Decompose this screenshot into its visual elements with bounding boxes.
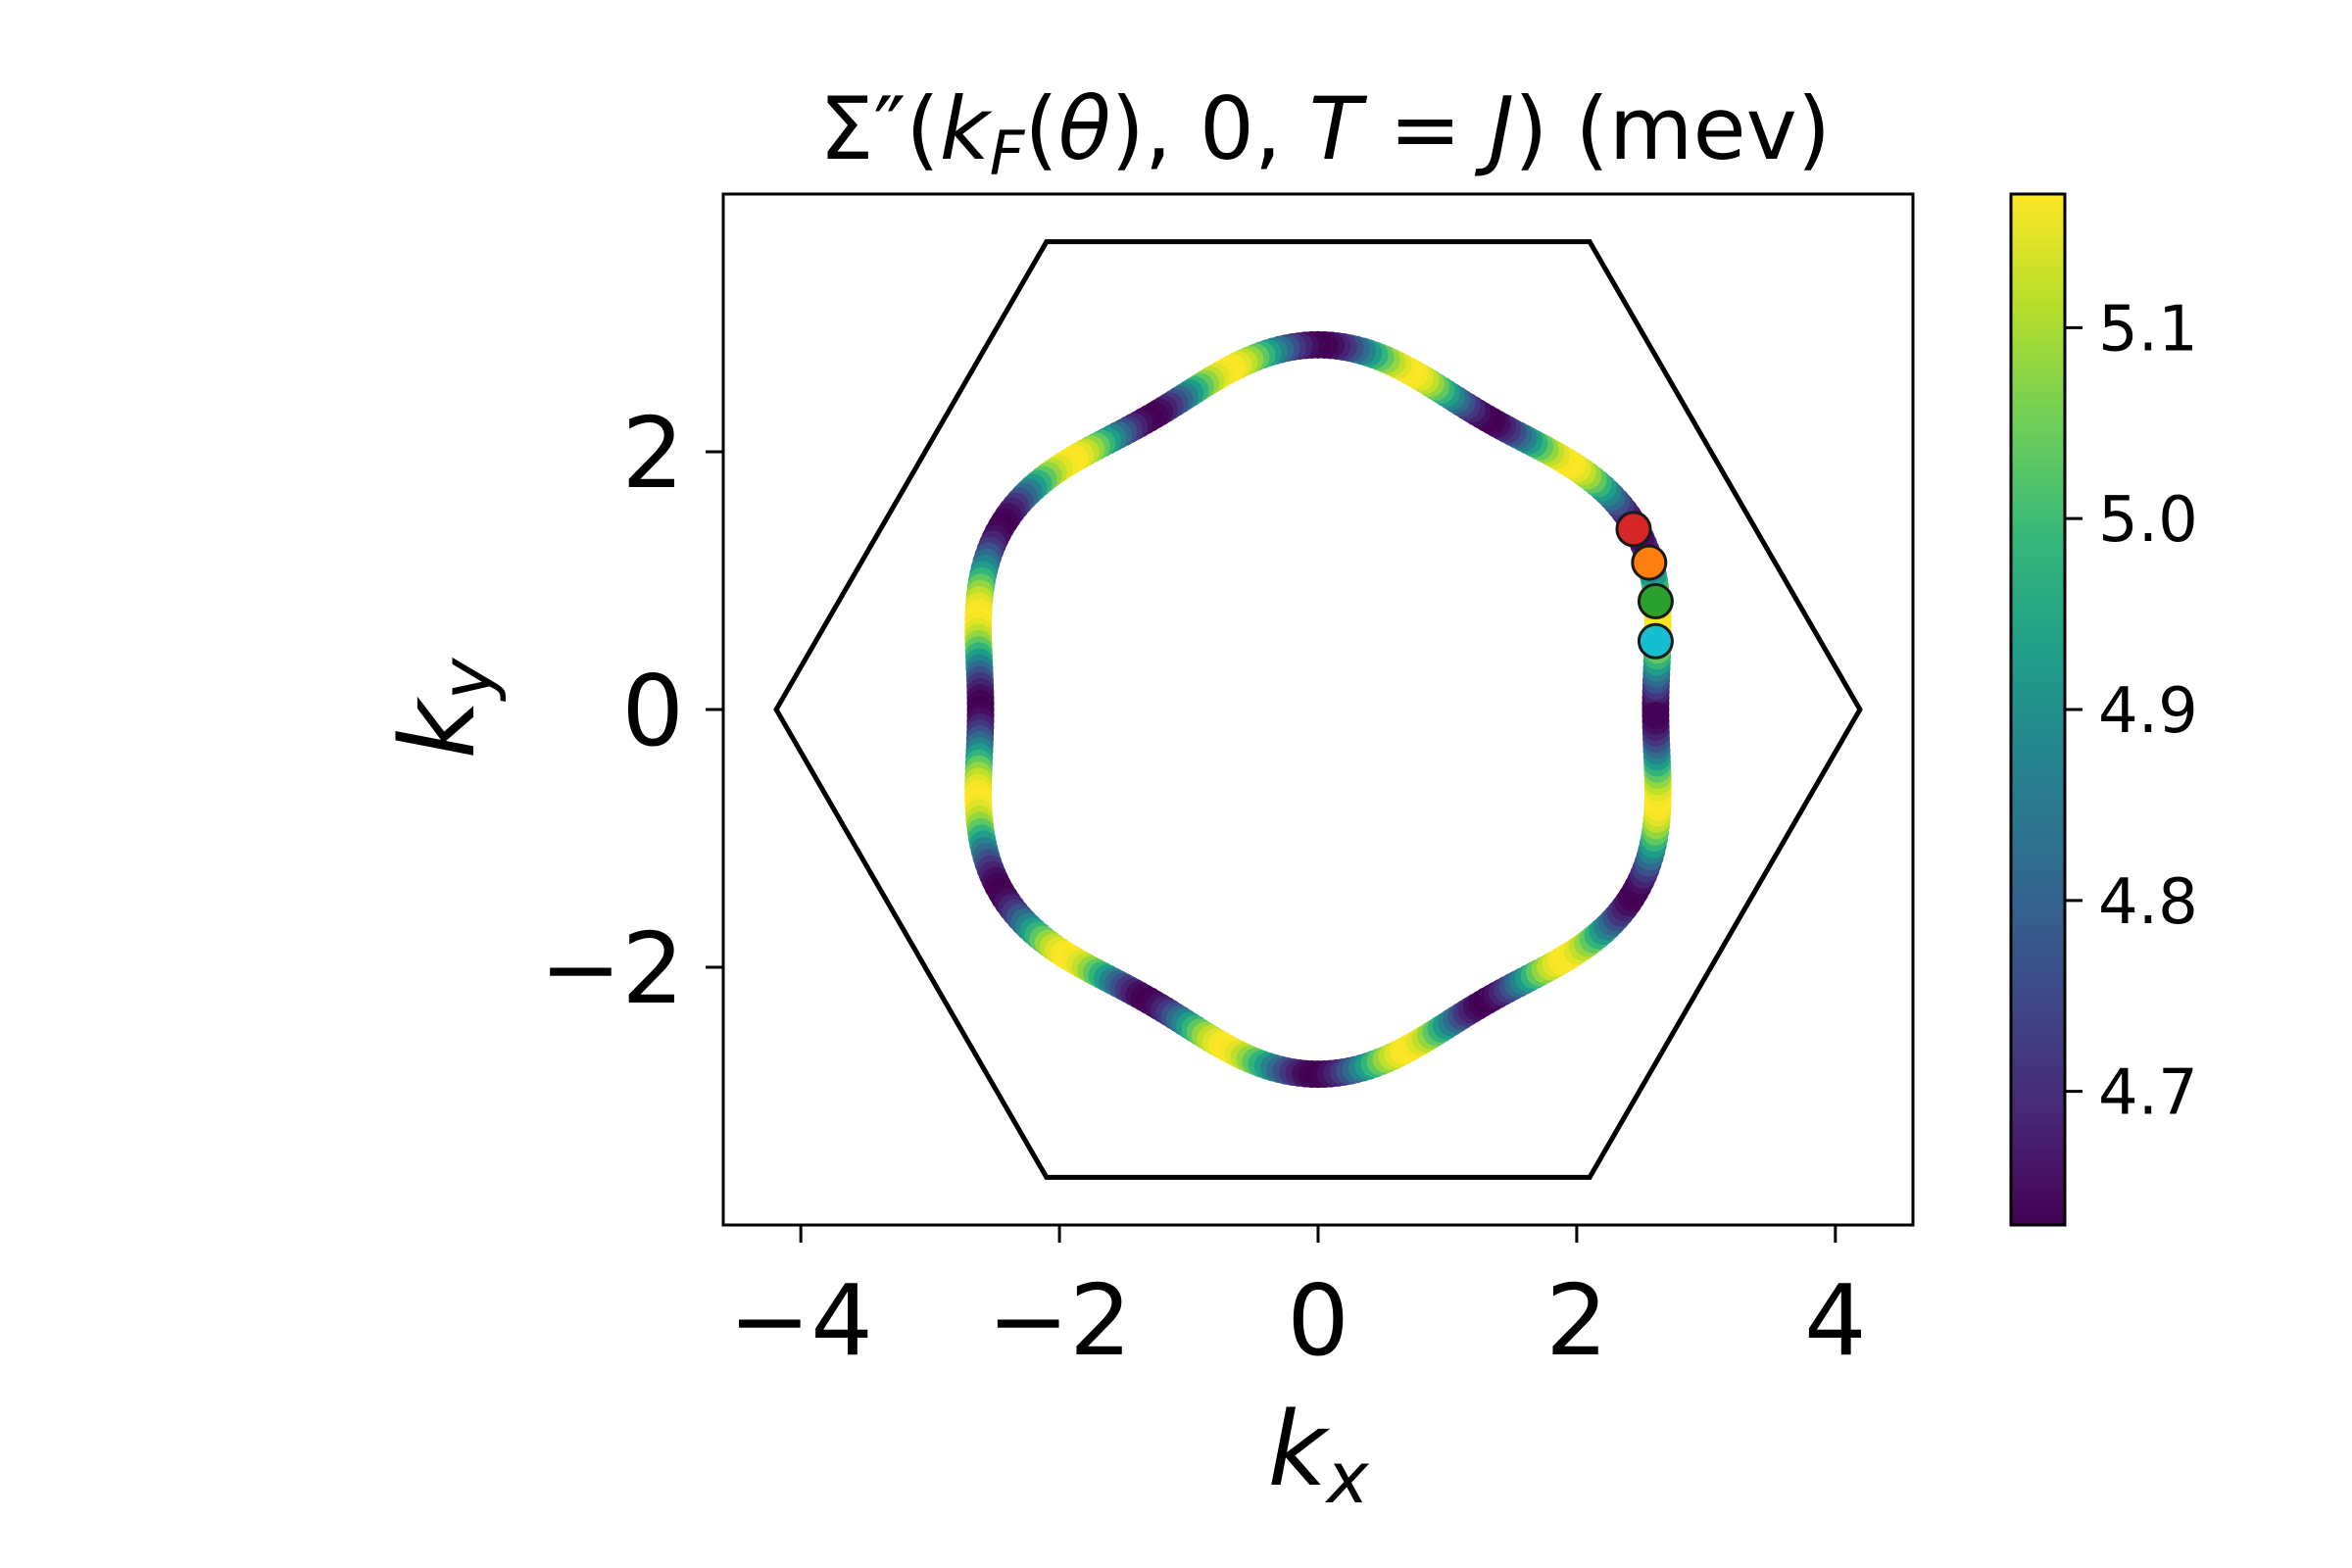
chart-title: Σ″(kF(θ), 0, T = J) (mev): [819, 78, 1831, 189]
highlighted-point: [1631, 544, 1668, 581]
colorbar-tick-label: 4.9: [2098, 675, 2198, 748]
highlighted-point: [1637, 583, 1674, 620]
colorbar-gradient: [2011, 194, 2065, 1225]
fermi-surface-point: [1642, 701, 1670, 729]
x-tick-label: 2: [1545, 1263, 1608, 1378]
colorbar: 4.7 4.8 4.9 5.0 5.1: [2009, 192, 2198, 1227]
x-tick-label: 0: [1287, 1263, 1349, 1378]
x-axis-label: kx: [1268, 1390, 1370, 1519]
plot-area: [721, 192, 1915, 1227]
x-tick-label: −2: [987, 1263, 1131, 1378]
colorbar-tick-label: 4.8: [2098, 866, 2198, 939]
fermi-surface-contour: [964, 330, 1672, 1089]
y-tick-label: 0: [621, 654, 684, 768]
x-tick-label: −4: [728, 1263, 872, 1378]
highlighted-points: [1615, 511, 1674, 660]
y-axis-label: ky: [378, 657, 508, 759]
colorbar-tick-label: 5.0: [2098, 484, 2198, 557]
y-tick-label: 2: [621, 396, 684, 511]
y-tick-label: −2: [540, 911, 684, 1026]
brillouin-zone-hexagon: [773, 239, 1863, 1180]
colorbar-tick-label: 5.1: [2098, 293, 2198, 366]
x-tick-label: 4: [1804, 1263, 1867, 1378]
colorbar-ticks: 4.7 4.8 4.9 5.0 5.1: [2065, 293, 2198, 1130]
colorbar-tick-label: 4.7: [2098, 1057, 2198, 1130]
highlighted-point: [1615, 511, 1652, 548]
x-axis-ticks: −4 −2 0 2 4: [728, 1225, 1867, 1378]
y-axis-ticks: −2 0 2: [540, 396, 723, 1026]
highlighted-point: [1637, 622, 1674, 660]
